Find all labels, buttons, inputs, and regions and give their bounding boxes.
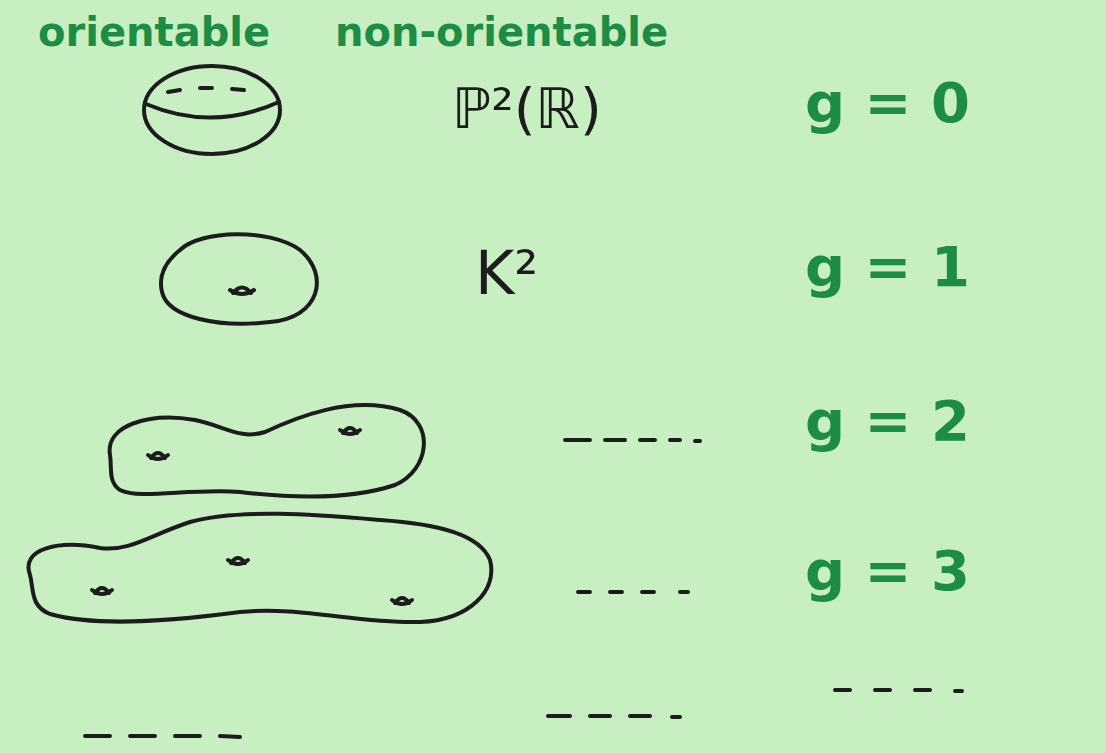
dash-row: [835, 690, 962, 691]
genus-two-outline: [110, 405, 424, 496]
genus-three-hole: [228, 558, 248, 564]
genus-three-outline: [28, 514, 491, 622]
genus-three-drawing: [28, 514, 491, 622]
column-heading: non-orientable: [335, 10, 668, 54]
torus-hole: [230, 288, 254, 295]
dash-row: [565, 440, 700, 441]
genus-two-hole: [340, 428, 360, 434]
genus-label: g = 0: [805, 72, 970, 134]
genus-label: g = 3: [805, 540, 970, 602]
sphere-hidden-equator: [168, 88, 244, 92]
sphere-equator: [146, 102, 279, 118]
torus-drawing: [161, 234, 317, 323]
surface-symbol: ℙ²(ℝ): [452, 78, 602, 140]
dash-row: [548, 716, 680, 717]
genus-three-hole: [92, 588, 112, 594]
genus-two-drawing: [110, 405, 424, 496]
genus-label: g = 1: [805, 236, 970, 298]
surface-symbol: K²: [475, 240, 538, 306]
sphere-outline: [144, 66, 280, 154]
dash-row: [578, 590, 688, 594]
genus-three-hole: [392, 598, 412, 604]
dash-row: [85, 736, 240, 737]
genus-label: g = 2: [805, 390, 970, 452]
column-heading: orientable: [38, 10, 270, 54]
genus-two-hole: [148, 453, 168, 459]
torus-outline: [161, 234, 317, 323]
sphere-drawing: [144, 66, 280, 154]
